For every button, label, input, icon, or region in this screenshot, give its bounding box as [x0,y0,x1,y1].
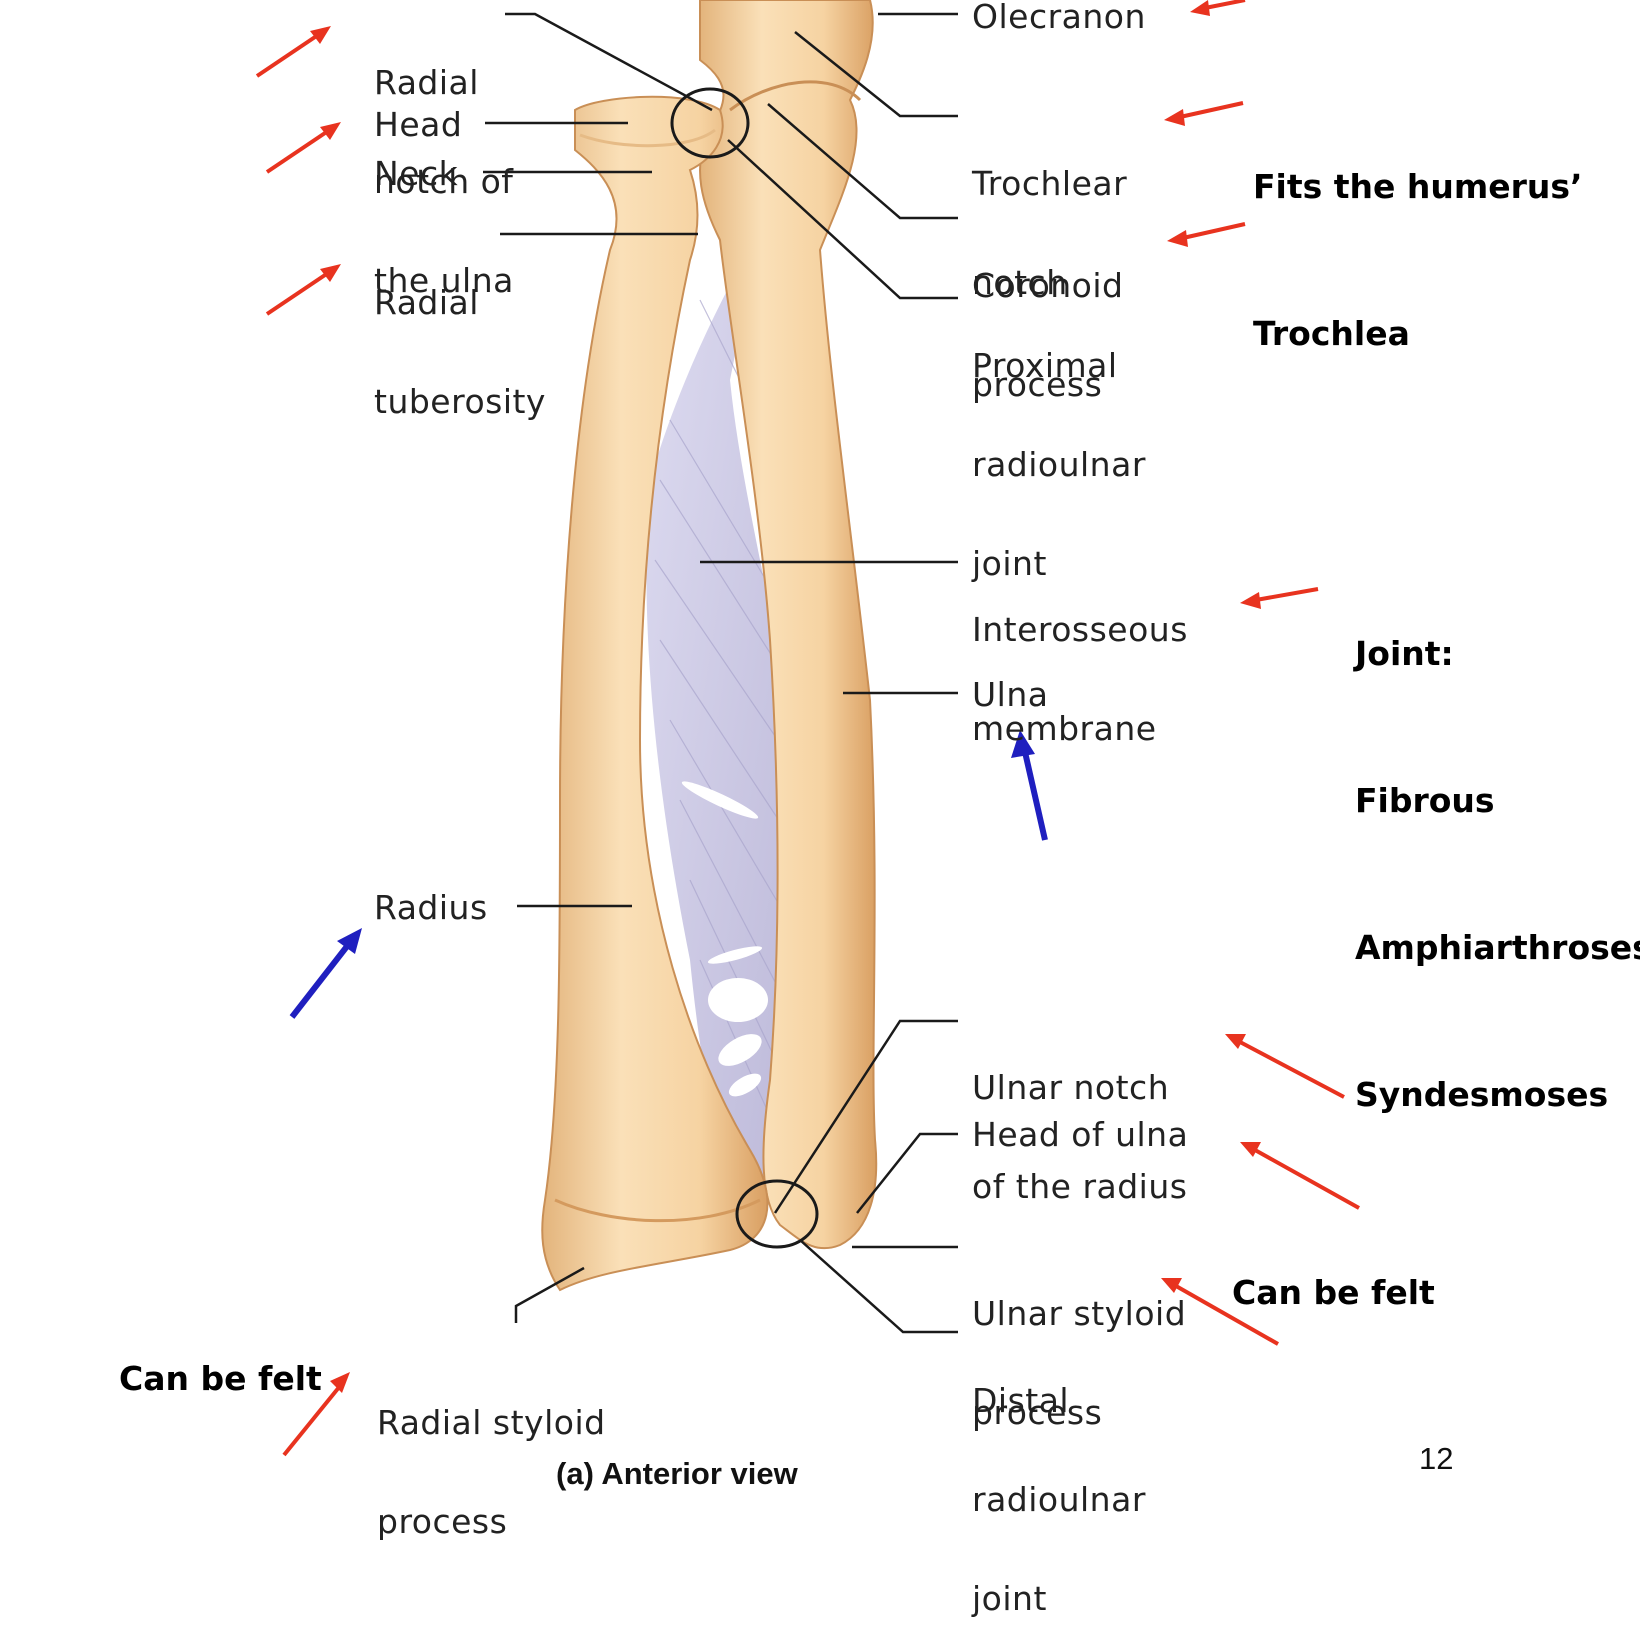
proximal-joint-circle [670,87,750,159]
figure-caption: (a) Anterior view [556,1456,798,1491]
label-line: Ulnar styloid [972,1294,1187,1333]
label-distal-radioulnar-joint: Distal radioulnar joint [972,1318,1146,1648]
label-head: Head [374,105,463,144]
label-ulna: Ulna [972,675,1049,714]
label-line: Radial [374,283,479,322]
label-line: Proximal [972,346,1118,385]
note-line: Fibrous [1355,781,1495,820]
label-ulnar-styloid-process: Ulnar styloid process [972,1231,1186,1462]
label-interosseous-membrane: Interosseous membrane [972,547,1188,778]
label-line: notch [972,263,1068,302]
forearm-bones-illustration [255,0,1360,1457]
label-line: joint [972,1579,1047,1618]
note-fits-humerus-trochlea: Fits the humerus’ Trochlea [1253,64,1583,407]
label-line: Trochlear [972,164,1128,203]
label-line: the ulna [374,261,514,300]
label-line: process [377,1502,508,1541]
label-line: Radial styloid [377,1403,606,1442]
label-line: radioulnar [972,445,1146,484]
label-line: radioulnar [972,1480,1146,1519]
label-head-of-ulna: Head of ulna [972,1115,1189,1154]
ulna-bone-shape [699,0,878,1250]
label-line: Ulnar notch [972,1068,1170,1107]
interosseous-membrane-shape [646,230,805,1200]
note-can-be-felt-ulnar: Can be felt [1232,1273,1435,1312]
page-number: 12 [1419,1441,1454,1476]
label-line: tuberosity [374,382,546,421]
label-proximal-radioulnar-joint: Proximal radioulnar joint [972,283,1146,613]
label-coronoid-process: Coronoid process [972,203,1124,434]
label-line: Radial [374,63,479,102]
note-joint-type: Joint: Fibrous Amphiarthroses Syndesmose… [1355,531,1640,1168]
label-radial-tuberosity: Radial tuberosity [374,220,546,451]
note-line: Amphiarthroses [1355,928,1640,967]
label-line: of the radius [972,1167,1188,1206]
label-line: Interosseous [972,610,1188,649]
label-trochlear-notch: Trochlear notch [972,101,1127,332]
forearm-diagram: Radial notch of the ulna Head Neck Radia… [119,0,1640,1615]
label-line: membrane [972,709,1157,748]
label-radial-notch-of-the-ulna: Radial notch of the ulna [374,0,514,330]
blue-arrows [289,730,1048,1019]
label-line: joint [972,544,1047,583]
note-line: Fits the humerus’ [1253,167,1583,206]
distal-joint-circle [735,1179,819,1249]
label-ulnar-notch-of-the-radius: Ulnar notch of the radius [972,1005,1187,1236]
leader-lines [483,12,958,1334]
label-line: process [972,1393,1103,1432]
label-radius: Radius [374,888,488,927]
note-line: Syndesmoses [1355,1075,1609,1114]
label-olecranon: Olecranon [972,0,1146,36]
red-arrows [255,0,1360,1457]
label-line: notch of [374,162,514,201]
label-line: process [972,365,1103,404]
note-can-be-felt-radial: Can be felt [119,1359,322,1398]
note-line: Joint: [1355,634,1454,673]
label-line: Coronoid [972,266,1124,305]
label-neck: Neck [374,154,459,193]
radius-bone-shape [541,95,769,1292]
label-line: Distal [972,1381,1070,1420]
note-line: Trochlea [1253,314,1410,353]
